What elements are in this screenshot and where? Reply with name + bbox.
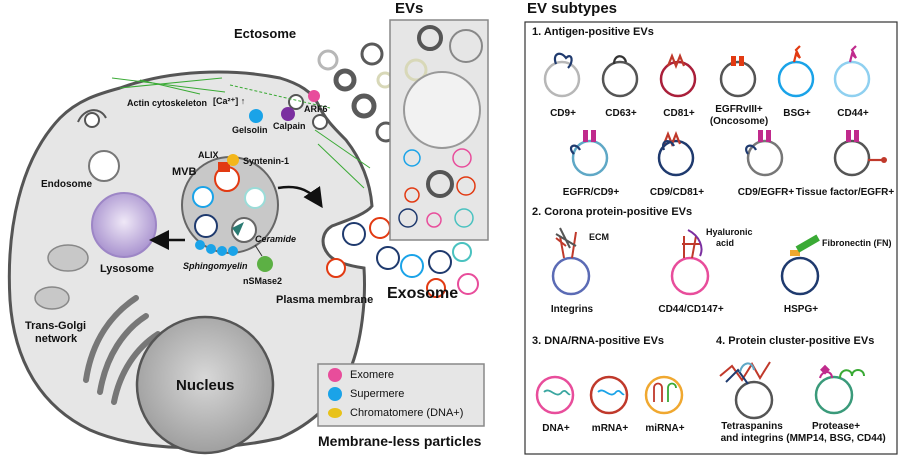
cd63-label: CD63+ [605, 108, 637, 119]
bud-vesicle [288, 94, 304, 110]
endosome-label: Endosome [41, 179, 93, 190]
fibronectin-label: Fibronectin (FN) [822, 238, 892, 248]
cd44-cd147-label: CD44/CD147+ [658, 304, 724, 315]
row4-vesicles [734, 375, 854, 420]
row2-coronas [555, 227, 820, 259]
legend-box [317, 363, 485, 427]
syntenin-label: Syntenin-1 [243, 156, 290, 166]
nucleus [135, 315, 275, 455]
mvb-to-membrane-arrow [277, 185, 323, 209]
gelsolin-label: Gelsolin [232, 125, 268, 135]
trans-golgi-label-1: Trans-Golgi [25, 320, 87, 332]
row1b-proteins [569, 130, 887, 163]
trans-golgi-label-2: network [35, 333, 78, 345]
cd9-label: CD9+ [550, 108, 576, 119]
trans-golgi [83, 295, 161, 405]
mvb [181, 154, 279, 256]
lysosome-label: Lysosome [100, 263, 155, 275]
ecm-label: ECM [589, 232, 609, 242]
sphingomyelin-label: Sphingomyelin [183, 261, 248, 271]
actin-filaments [111, 77, 371, 189]
row2-vesicles [551, 256, 820, 296]
calpain-dot [281, 107, 295, 121]
ceramide-label: Ceramide [255, 234, 297, 244]
hyaluronic-label-1: Hyaluronic [706, 227, 753, 237]
legend-exomere: Exomere [350, 369, 395, 381]
cd9-cd81-label: CD9/CD81+ [649, 187, 705, 198]
mrna-label: mRNA+ [591, 423, 629, 434]
legend-chromatomere: Chromatomere (DNA+) [350, 407, 464, 419]
egfr-cd9-label: EGFR/CD9+ [562, 187, 620, 198]
exosome-label: Exosome [387, 285, 459, 302]
ectosome-label: Ectosome [234, 26, 297, 41]
hspg-label: HSPG+ [783, 304, 819, 315]
calcium-label: [Ca²⁺] ↑ [213, 96, 246, 106]
cd44-label: CD44+ [837, 108, 869, 119]
egfrviii-label: EGFRvIII+ [715, 104, 763, 115]
tetraspanins-label-2: and integrins [720, 433, 784, 444]
integrins-label: Integrins [550, 304, 594, 315]
bud-vesicle [84, 112, 100, 128]
ectosome-vesicles [317, 42, 397, 143]
vesicle [34, 286, 70, 310]
section4-title: 4. Protein cluster-positive EVs [716, 335, 875, 347]
gelsolin-dot [249, 109, 263, 123]
protease-label-2: (MMP14, BSG, CD44) [786, 433, 886, 444]
mvb-label: MVB [172, 166, 197, 178]
protease-label-1: Protease+ [811, 421, 861, 432]
nsmase2-dot [257, 256, 273, 272]
row4-proteins [719, 361, 865, 385]
evs-box-vesicles [398, 25, 483, 228]
arf6-label: ARF6 [304, 104, 328, 114]
legend-supermere: Supermere [350, 388, 405, 400]
row1-vesicles [543, 60, 871, 98]
plasma-membrane-label: Plasma membrane [276, 294, 374, 306]
endosome [88, 150, 120, 182]
nucleus-label: Nucleus [176, 377, 235, 394]
nsmase2-label: nSMase2 [243, 276, 283, 286]
calpain-label: Calpain [273, 121, 306, 131]
section2-title: 2. Corona protein-positive EVs [532, 206, 693, 218]
row3-cargo [543, 382, 677, 402]
row1-proteins [553, 45, 857, 69]
bsg-label: BSG+ [783, 108, 811, 119]
section1-title: 1. Antigen-positive EVs [532, 26, 654, 38]
vesicle [47, 244, 89, 272]
cd9-egfr-label: CD9/EGFR+ [737, 187, 795, 198]
row1b-vesicles [571, 139, 871, 177]
tetraspanins-label-1: Tetraspanins [721, 421, 783, 432]
subtypes-title: EV subtypes [527, 0, 618, 17]
lysosome [91, 192, 157, 258]
hyaluronic-label-2: acid [716, 238, 735, 248]
exosome-vesicles [326, 217, 479, 298]
dna-label: DNA+ [542, 423, 570, 434]
mirna-label: miRNA+ [645, 423, 685, 434]
oncosome-label: (Oncosome) [709, 116, 769, 127]
bud-vesicle [312, 114, 328, 130]
evs-box-title: EVs [395, 0, 424, 17]
alix-label: ALIX [198, 150, 219, 160]
arf6-dot [308, 90, 320, 102]
membrane-less-label: Membrane-less particles [318, 433, 482, 449]
section3-title: 3. DNA/RNA-positive EVs [532, 335, 665, 347]
actin-label: Actin cytoskeleton [127, 98, 208, 108]
cd81-label: CD81+ [663, 108, 695, 119]
tissue-factor-label: Tissue factor/EGFR+ [795, 187, 895, 198]
